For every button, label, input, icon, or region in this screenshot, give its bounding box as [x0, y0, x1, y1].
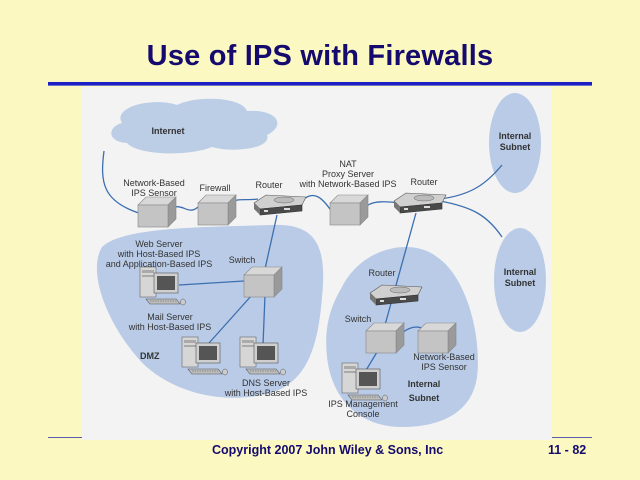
link-router2-subnet-top — [439, 164, 503, 200]
slide-title: Use of IPS with Firewalls — [146, 40, 494, 72]
dns-server-label-1: DNS Server — [242, 378, 290, 388]
dmz-label: DMZ — [140, 351, 160, 361]
dns-server-label-2: with Host-Based IPS — [224, 388, 308, 398]
sensor-label-2: IPS Sensor — [131, 188, 177, 198]
internal-subnet-right-zone — [494, 228, 546, 332]
link-switch-web — [178, 280, 245, 286]
link-router1-nat — [303, 194, 333, 213]
link-switch-dns — [262, 294, 266, 346]
link-switch-mail — [208, 294, 253, 344]
link-router1-switch — [264, 214, 278, 270]
web-server-label-2: with Host-Based IPS — [117, 249, 201, 259]
internal-sensor-label-1: Network-Based — [413, 352, 475, 362]
router-internal-label: Router — [368, 268, 395, 278]
network-ips-sensor-icon — [137, 196, 177, 228]
console-label-1: IPS Management — [328, 399, 398, 409]
console-label-2: Console — [346, 409, 379, 419]
footer-divider-left — [48, 437, 82, 438]
nat-label-1: NAT — [339, 159, 357, 169]
network-diagram: Internet Network-Based IPS Sensor Firewa… — [82, 87, 552, 440]
switch-dmz-label: Switch — [229, 255, 256, 265]
switch-internal-label: Switch — [345, 314, 372, 324]
nat-label-2: Proxy Server — [322, 169, 374, 179]
internal-subnet-right-label-2: Subnet — [505, 278, 536, 288]
footer-divider-right — [552, 437, 592, 438]
internal-sensor-label-2: IPS Sensor — [421, 362, 467, 372]
internet-cloud — [111, 98, 278, 154]
switch-icon — [243, 266, 283, 298]
copyright-text: Copyright 2007 John Wiley & Sons, Inc — [212, 443, 444, 457]
title-divider — [48, 82, 592, 86]
internal-subnet-label-2: Subnet — [409, 393, 440, 403]
switch-icon — [365, 322, 405, 354]
router-icon — [393, 192, 447, 214]
internal-subnet-top-label-1: Internal — [499, 131, 532, 141]
internal-subnet-label-1: Internal — [408, 379, 441, 389]
nat-label-3: with Network-Based IPS — [298, 179, 396, 189]
router1-label: Router — [255, 180, 282, 190]
link-internet-sensor — [101, 150, 143, 215]
web-server-label-1: Web Server — [135, 239, 182, 249]
internal-subnet-top-zone — [489, 93, 541, 193]
network-ips-sensor-icon — [417, 322, 457, 354]
internal-subnet-right-label-1: Internal — [504, 267, 537, 277]
mail-server-label-1: Mail Server — [147, 312, 193, 322]
sensor-label-1: Network-Based — [123, 178, 185, 188]
slide-number: 11 - 82 — [548, 443, 587, 457]
web-server-label-3: and Application-Based IPS — [106, 259, 213, 269]
link-router2-subnet-right — [439, 200, 503, 238]
nat-proxy-server-icon — [329, 194, 369, 226]
link-router2-router-int — [384, 212, 417, 326]
mail-server-label-2: with Host-Based IPS — [128, 322, 212, 332]
internal-subnet-top-label-2: Subnet — [500, 142, 531, 152]
router-icon — [253, 194, 307, 216]
firewall-label: Firewall — [199, 183, 230, 193]
router2-label: Router — [410, 177, 437, 187]
firewall-icon — [197, 194, 237, 226]
internet-label: Internet — [151, 126, 184, 136]
